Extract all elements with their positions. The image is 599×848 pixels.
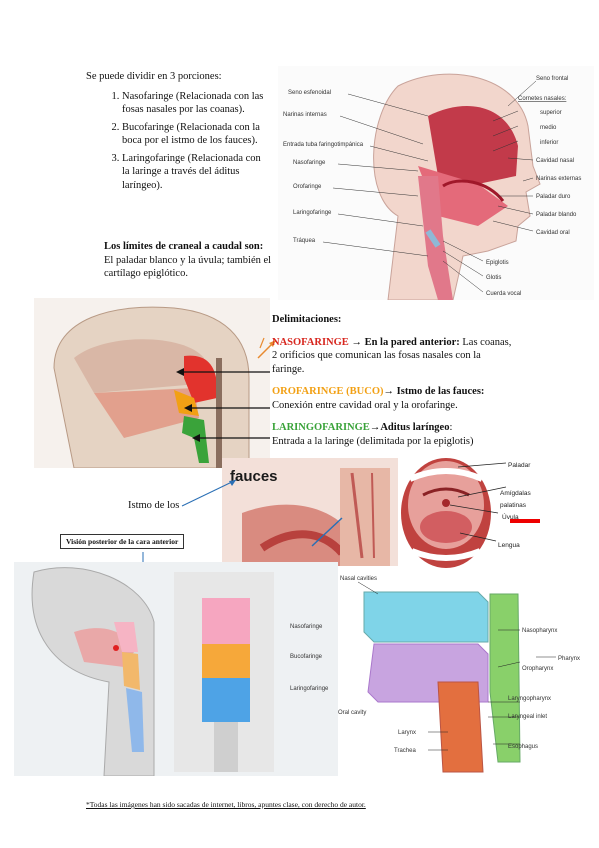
- label-narinas-externas: Narinas externas: [536, 176, 581, 182]
- label-seno-frontal: Seno frontal: [536, 76, 568, 82]
- label-glotis: Glotis: [486, 275, 501, 281]
- pharynx-portions-figure: Nasofaringe Bucofaringe Laringofaringe: [14, 562, 338, 776]
- istmo-label: Istmo de los: [128, 500, 180, 511]
- label-esophagus: Esophagus: [508, 744, 538, 750]
- label-palatinas: palatinas: [500, 502, 527, 509]
- intro-heading: Se puede dividir en 3 porciones:: [86, 71, 222, 82]
- limits-lead: Los límites de craneal a caudal son:: [104, 241, 264, 252]
- label-cuerda-vocal: Cuerda vocal: [486, 291, 521, 297]
- oro-head: → Istmo de las fauces:: [383, 386, 485, 397]
- fauces-label: fauces: [230, 468, 278, 485]
- open-mouth-figure: Paladar Amígdalas palatinas Úvula Lengua: [398, 455, 590, 573]
- label-epiglotis: Epiglotis: [486, 260, 509, 266]
- label-uvula: Úvula: [502, 512, 519, 521]
- label-paladar-duro: Paladar duro: [536, 194, 571, 200]
- label-entrada-tuba: Entrada tuba faringotimpánica: [283, 142, 364, 148]
- sagittal-head-figure: Seno esfenoidal Narinas internas Entrada…: [278, 66, 594, 300]
- delimitaciones-title: Delimitaciones:: [272, 314, 342, 325]
- list-item: Nasofaringe (Relacionada con las fosas n…: [122, 90, 266, 117]
- laringo-text: Entrada a la laringe (delimitada por la …: [272, 435, 474, 447]
- label-orofaringe: Orofaringe: [293, 184, 322, 190]
- label-laryngopharynx: Laryngopharynx: [508, 696, 551, 702]
- label-seno-esfenoidal: Seno esfenoidal: [288, 90, 331, 96]
- label-laryngeal-inlet: Laryngeal inlet: [508, 714, 547, 720]
- delimitaciones-section: Delimitaciones: NASOFARINGE → En la pare…: [272, 313, 512, 457]
- label-oral-cavity: Oral cavity: [338, 710, 366, 716]
- naso-paragraph: NASOFARINGE → En la pared anterior: Las …: [272, 336, 512, 377]
- label-superior: superior: [540, 110, 562, 116]
- label-larynx: Larynx: [398, 730, 416, 736]
- istmo-arrow-icon: [181, 479, 237, 507]
- colored-regions-figure: [34, 298, 270, 468]
- label-paladar: Paladar: [508, 462, 531, 469]
- arrows-overlay: [176, 368, 270, 442]
- oro-paragraph: OROFARINGE (BUCO)→ Istmo de las fauces: …: [272, 385, 512, 412]
- vision-posterior-label: Visión posterior de la cara anterior: [60, 534, 185, 549]
- naso-text: Las coanas, 2 orificios que comunican la…: [272, 336, 512, 375]
- orange-arrow-icon: [257, 339, 277, 359]
- label-oropharynx: Oropharynx: [522, 666, 553, 672]
- list-item: Bucofaringe (Relacionada con la boca por…: [122, 121, 266, 148]
- label-amigdalas: Amígdalas: [500, 490, 531, 497]
- label-medio: medio: [540, 125, 557, 131]
- naso-name: NASOFARINGE: [272, 336, 349, 348]
- label-cavidad-oral: Cavidad oral: [536, 230, 570, 236]
- laringo-name: LARINGOFARINGE: [272, 422, 370, 433]
- fauces-figure: fauces: [222, 458, 398, 566]
- label-traquea: Tráquea: [293, 238, 316, 244]
- list-item: Laringofaringe (Relacionada con la larin…: [122, 152, 266, 193]
- label-inferior: inferior: [540, 140, 558, 146]
- oro-name: OROFARINGE (BUCO): [272, 386, 384, 397]
- naso-head: → En la pared anterior:: [348, 336, 460, 348]
- label-lengua: Lengua: [498, 542, 520, 549]
- label-narinas-internas: Narinas internas: [283, 112, 327, 118]
- label-cavidad-nasal: Cavidad nasal: [536, 158, 574, 164]
- label-laringofaringe: Laringofaringe: [293, 210, 332, 216]
- label-cornetes: Cornetes nasales:: [518, 96, 567, 102]
- label-bucofaringe-post: Bucofaringe: [290, 654, 323, 660]
- label-trachea: Trachea: [394, 748, 416, 754]
- limits-text: El paladar blanco y la úvula; también el…: [104, 254, 272, 280]
- label-nasofaringe-post: Nasofaringe: [290, 624, 323, 630]
- laringo-head: →Aditus laríngeo: [369, 422, 450, 433]
- label-pharynx: Pharynx: [558, 656, 580, 662]
- laringo-paragraph: LARINGOFARINGE→Aditus laríngeo: Entrada …: [272, 422, 474, 447]
- intro-section: Se puede dividir en 3 porciones: Nasofar…: [86, 70, 266, 196]
- limits-paragraph: Los límites de craneal a caudal son: El …: [104, 240, 274, 281]
- oro-text: Conexión entre cavidad oral y la orofari…: [272, 399, 458, 411]
- pharynx-3d-figure: Nasal cavities Nasopharynx Pharynx Oroph…: [338, 572, 586, 776]
- label-nasopharynx: Nasopharynx: [522, 628, 557, 634]
- label-laringofaringe-post: Laringofaringe: [290, 686, 329, 692]
- label-paladar-blando: Paladar blando: [536, 212, 577, 218]
- label-nasal-cavities: Nasal cavities: [340, 576, 377, 582]
- footnote: *Todas las imágenes han sido sacadas de …: [86, 800, 366, 809]
- label-nasofaringe: Nasofaringe: [293, 160, 326, 166]
- portions-list: Nasofaringe (Relacionada con las fosas n…: [86, 90, 266, 193]
